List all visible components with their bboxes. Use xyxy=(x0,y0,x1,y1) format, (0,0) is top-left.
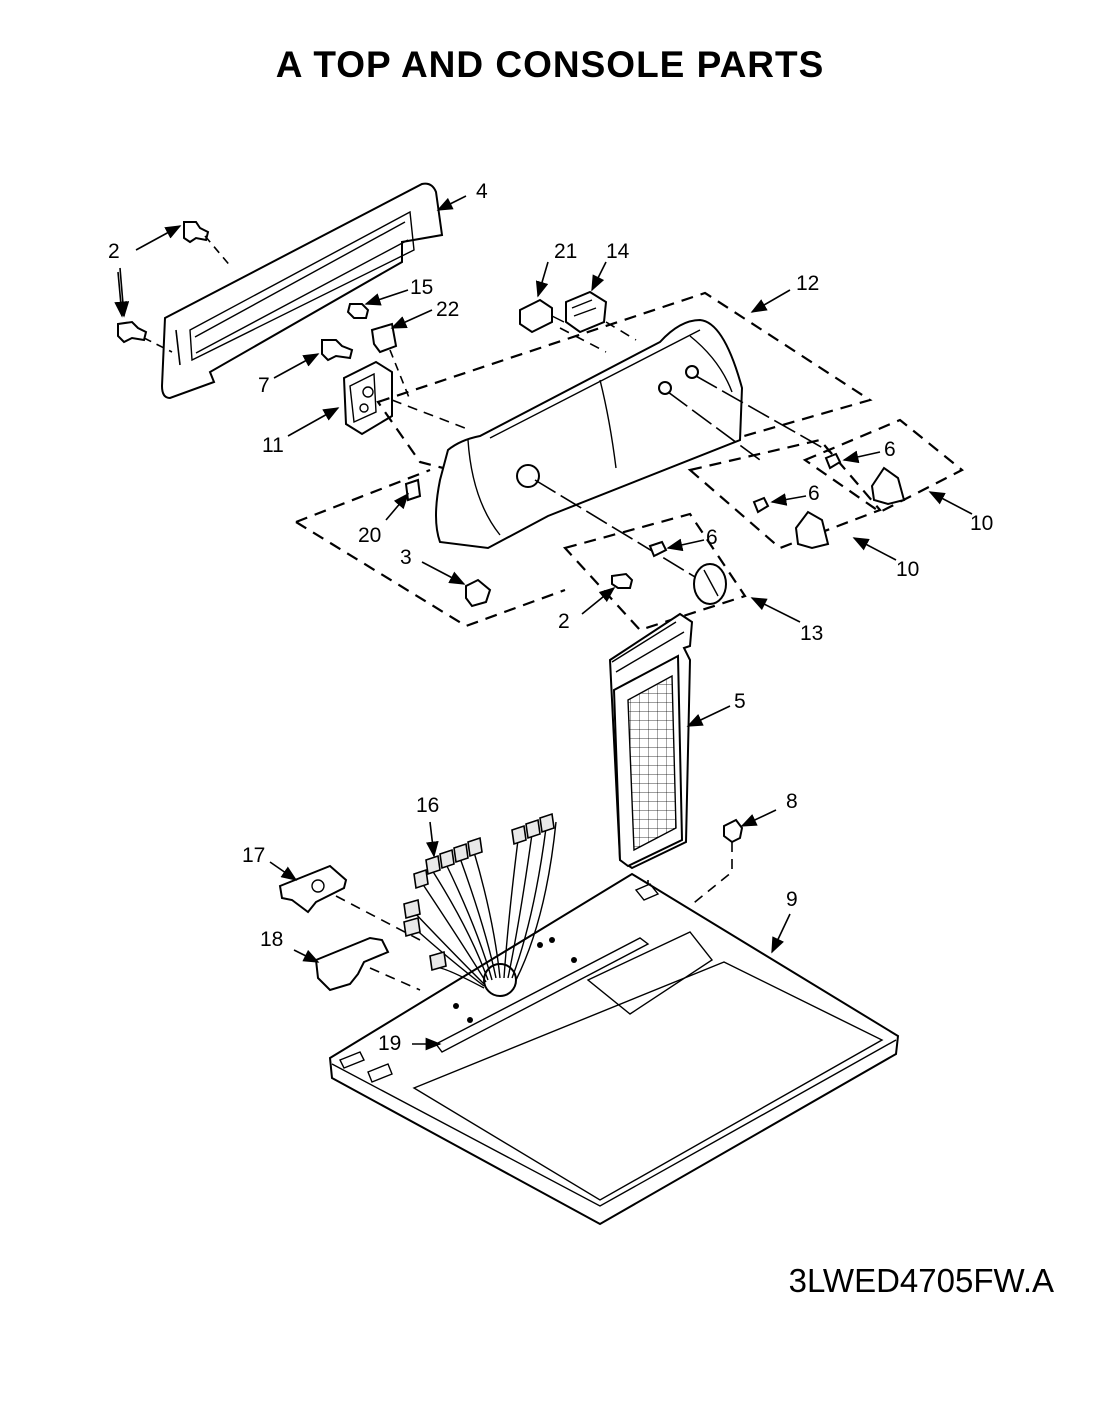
callout-2-center: 2 xyxy=(558,610,570,633)
adapter-part-6-upper xyxy=(824,452,842,470)
callout-10-right: 10 xyxy=(970,512,993,535)
clip-part-20 xyxy=(404,478,422,502)
knob-outline-part-10-right xyxy=(802,418,965,514)
callout-6-middle: 6 xyxy=(808,482,820,505)
callout-17: 17 xyxy=(242,844,265,867)
callout-7: 7 xyxy=(258,374,270,397)
knob-part-10-middle xyxy=(794,510,830,550)
callout-14: 14 xyxy=(606,240,630,263)
callout-19: 19 xyxy=(378,1032,401,1055)
callout-6-lower: 6 xyxy=(706,526,718,549)
knob-outline-part-10-middle xyxy=(687,438,882,550)
console-body-part-12 xyxy=(435,318,744,550)
model-code: 3LWED4705FW.A xyxy=(788,1262,1054,1299)
callout-9: 9 xyxy=(786,888,798,911)
component-part-14 xyxy=(565,290,637,341)
callout-18: 18 xyxy=(260,928,283,951)
component-part-21 xyxy=(519,298,607,353)
callout-8: 8 xyxy=(786,790,798,813)
screw-part-15 xyxy=(346,303,370,319)
knob-part-13 xyxy=(693,563,727,605)
callout-3: 3 xyxy=(400,546,412,569)
screw-part-2-center xyxy=(611,572,634,589)
callout-6-upper: 6 xyxy=(884,438,896,461)
diagram-title: A TOP AND CONSOLE PARTS xyxy=(275,44,825,85)
leader-arrows xyxy=(116,195,973,1051)
adapter-part-6-middle xyxy=(752,496,770,514)
top-panel-part-9 xyxy=(328,872,900,1226)
screw-part-2-upper xyxy=(183,221,233,269)
callout-13: 13 xyxy=(800,622,823,645)
callout-labels: 2 4 2 21 14 12 15 22 7 11 6 6 10 20 3 6 … xyxy=(108,180,993,1055)
callout-16: 16 xyxy=(416,794,439,817)
callout-11: 11 xyxy=(262,434,284,457)
callout-12: 12 xyxy=(796,272,819,295)
bracket-part-17 xyxy=(278,864,421,941)
console-lower-outline xyxy=(295,468,566,628)
callout-21: 21 xyxy=(554,240,577,263)
knob-part-10-right xyxy=(870,466,906,506)
knob-outline-part-13 xyxy=(562,512,747,632)
callout-5: 5 xyxy=(734,690,746,713)
callout-10-middle: 10 xyxy=(896,558,919,581)
adapter-part-6-lower xyxy=(648,540,668,558)
leader-arrow-2-lower xyxy=(114,271,128,318)
callout-20: 20 xyxy=(358,524,381,547)
callout-2-upper: 2 xyxy=(108,240,120,263)
bracket-part-3 xyxy=(465,578,492,608)
bracket-part-18 xyxy=(314,936,421,992)
screw-part-7 xyxy=(321,339,354,362)
wire-harness-part-16 xyxy=(403,812,557,989)
lint-screen-part-5 xyxy=(608,612,694,870)
screw-part-8 xyxy=(689,818,744,907)
screw-part-2-lower xyxy=(117,320,173,353)
callout-22: 22 xyxy=(436,298,459,321)
callout-15: 15 xyxy=(410,276,433,299)
callout-4: 4 xyxy=(476,180,488,203)
rear-panel-part-4 xyxy=(160,182,444,400)
switch-part-11 xyxy=(342,360,471,436)
